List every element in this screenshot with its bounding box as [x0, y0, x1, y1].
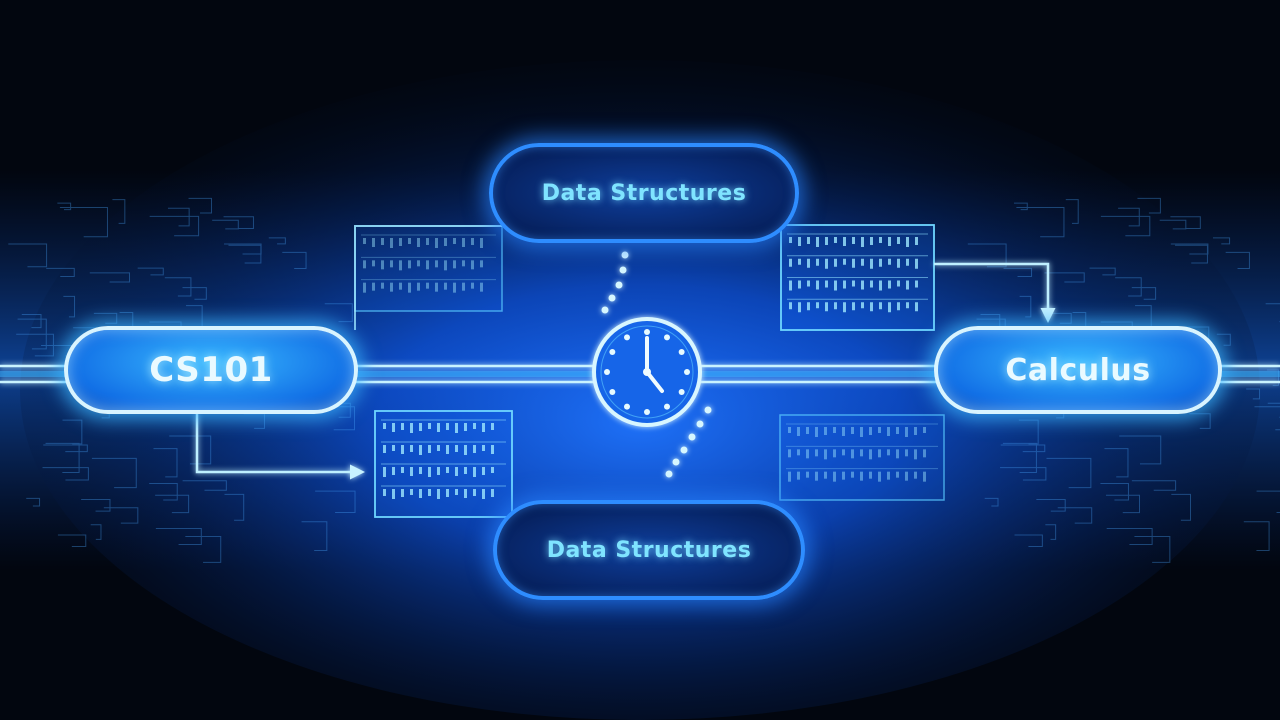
node-cs101-label: CS101: [149, 350, 273, 390]
clock-icon: [592, 317, 702, 427]
node-cs101: CS101: [64, 326, 358, 414]
dotted-arc-lower: [665, 406, 712, 478]
node-data-structures-top: Data Structures: [489, 143, 799, 243]
node-data-structures-bottom-label: Data Structures: [546, 537, 752, 563]
node-data-structures-bottom: Data Structures: [493, 500, 805, 600]
data-panel-bottom-left: [374, 410, 513, 518]
connector-panel-to-calculus: [934, 262, 1056, 323]
node-calculus-label: Calculus: [1005, 352, 1151, 388]
connector-top-left-bracket: [354, 225, 502, 330]
node-calculus: Calculus: [934, 326, 1222, 414]
dotted-arc-upper: [601, 251, 629, 314]
node-data-structures-top-label: Data Structures: [541, 180, 747, 206]
data-panel-top-left: [354, 225, 503, 312]
circuit-texture-left: [8, 197, 356, 563]
data-panel-top-right: [780, 224, 935, 331]
data-panel-bottom-right: [779, 414, 945, 501]
connector-cs101-to-panel: [195, 414, 365, 480]
